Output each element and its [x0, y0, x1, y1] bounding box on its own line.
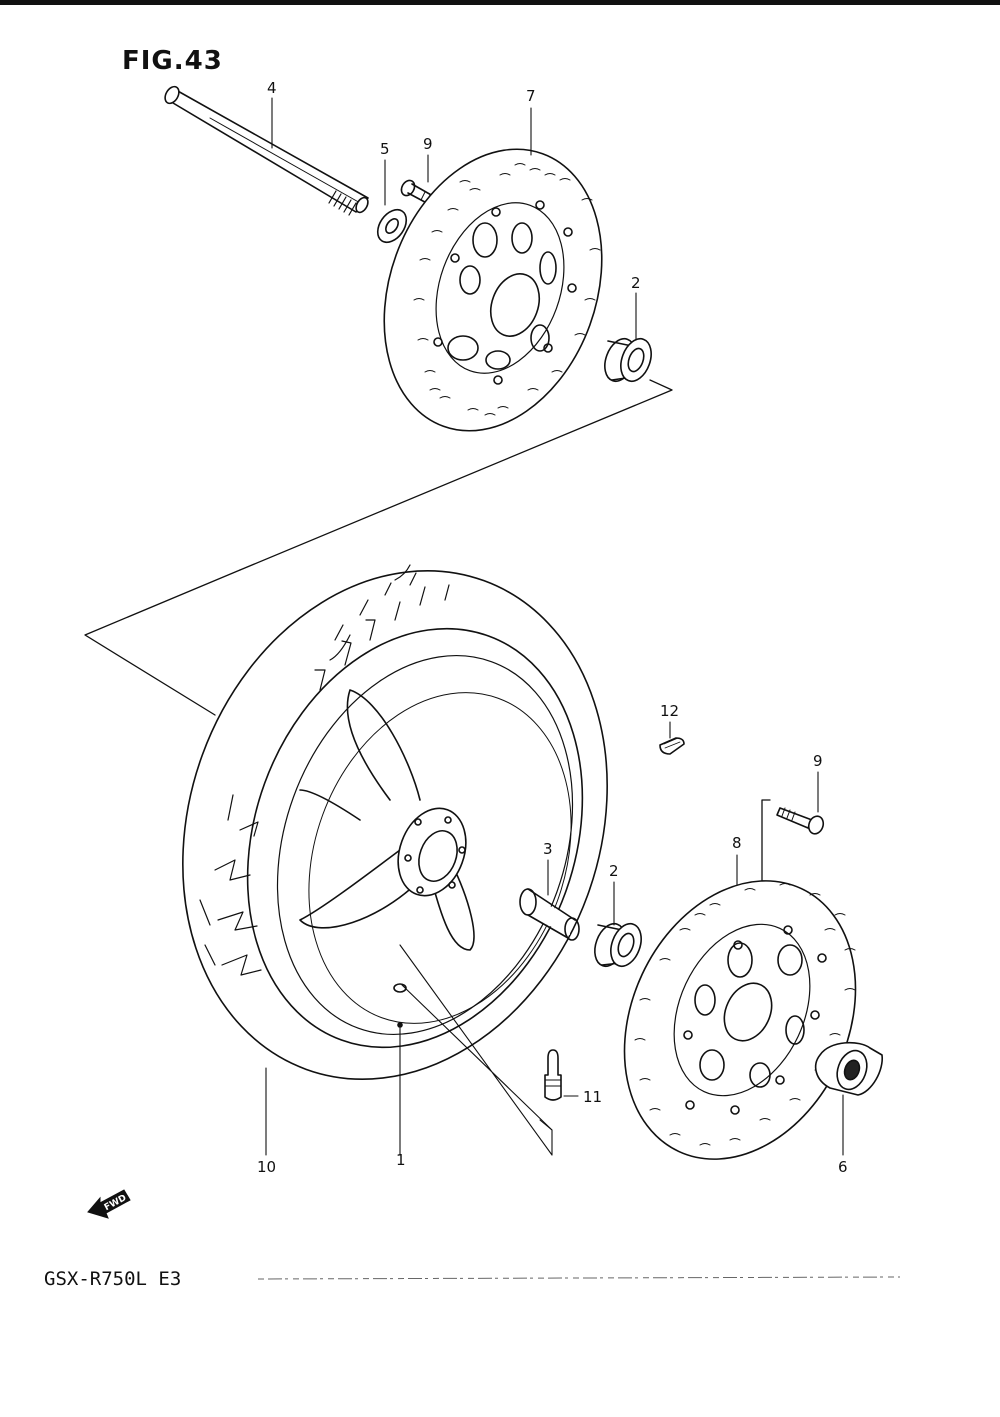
top-border	[0, 0, 1000, 5]
callout-7: 7	[526, 87, 536, 105]
callout-12: 12	[660, 702, 679, 720]
callout-9-lower: 9	[813, 752, 823, 770]
part-brake-disc-lower	[623, 880, 857, 1160]
part-washer	[376, 208, 408, 244]
part-valve-cap	[659, 737, 685, 755]
callout-11: 11	[583, 1088, 602, 1106]
part-axle	[164, 85, 369, 216]
callout-3: 3	[543, 840, 553, 858]
part-bearing-lower	[594, 922, 642, 968]
callout-5: 5	[380, 140, 390, 158]
callout-labels: 4 7 5 9 2 12 9 8 3 2 11 10 1 6	[257, 79, 848, 1176]
callout-6: 6	[838, 1158, 848, 1176]
part-tire-valve	[544, 1049, 562, 1101]
part-spacer	[519, 888, 580, 941]
part-bolt-upper	[400, 179, 441, 209]
part-bolt-lower	[776, 807, 825, 835]
callout-10: 10	[257, 1158, 276, 1176]
callout-2: 2	[631, 274, 641, 292]
callout-9: 9	[423, 135, 433, 153]
callout-leader-lines	[265, 97, 844, 1156]
callout-8: 8	[732, 834, 742, 852]
part-wheel-tire	[182, 564, 608, 1080]
figure-title: FIG.43	[122, 46, 223, 76]
part-bearing-upper	[604, 337, 652, 383]
callout-4: 4	[267, 79, 277, 97]
footer-rule	[257, 1276, 901, 1280]
model-label: GSX-R750L E3	[44, 1268, 182, 1290]
fwd-arrow-icon: FWD	[87, 1189, 131, 1219]
callout-1: 1	[396, 1151, 406, 1169]
part-speedometer-gearbox	[814, 1041, 883, 1096]
callout-2-lower: 2	[609, 862, 619, 880]
part-brake-disc-upper	[383, 148, 603, 432]
